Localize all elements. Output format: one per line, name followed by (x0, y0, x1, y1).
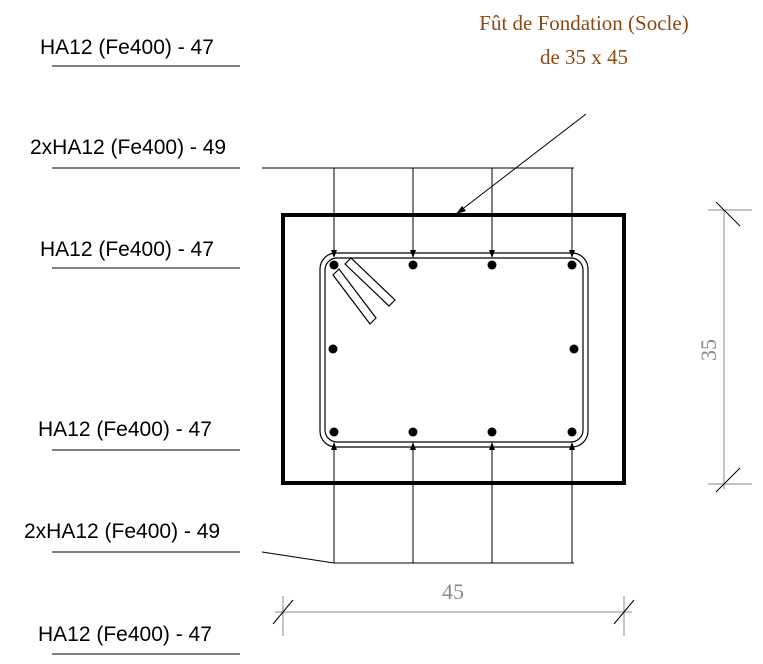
title-line-1: Fût de Fondation (Socle) (479, 11, 688, 35)
bottom-arrowhead-4 (569, 442, 575, 450)
rebar-top-1 (329, 260, 339, 270)
dim-horizontal-tick-right (613, 599, 635, 625)
rebar-mid-left (328, 344, 338, 354)
dim-vertical-tick-top (715, 201, 741, 227)
stirrup-hook-1 (332, 268, 377, 325)
dim-width-label: 45 (442, 579, 464, 604)
rebar-bottom-4 (567, 427, 577, 437)
bottom-arrowhead-3 (489, 442, 495, 450)
top-arrowhead-1 (331, 250, 337, 258)
title-leader-line (455, 113, 587, 215)
dim-horizontal-tick-left (272, 599, 294, 625)
label-mid-bottom: HA12 (Fe400) - 47 (38, 418, 212, 441)
rebar-top-3 (487, 260, 497, 270)
rebar-bottom-1 (329, 427, 339, 437)
label-mid-top: HA12 (Fe400) - 47 (40, 238, 214, 261)
rebar-mid-right (569, 344, 579, 354)
top-arrowhead-2 (410, 250, 416, 258)
label-bottom-double: 2xHA12 (Fe400) - 49 (24, 520, 220, 543)
label-top-double: 2xHA12 (Fe400) - 49 (30, 136, 226, 159)
bottom-leader-link (261, 551, 335, 564)
bottom-arrowhead-1 (331, 442, 337, 450)
stirrup-inner (324, 257, 584, 443)
dim-height-label: 35 (696, 339, 721, 361)
title-leader-arrowhead (456, 206, 466, 214)
dim-vertical-tick-bottom (715, 467, 741, 493)
rebar-bottom-2 (408, 427, 418, 437)
label-top-single: HA12 (Fe400) - 47 (40, 36, 214, 59)
stirrup-hook-2 (344, 257, 396, 307)
concrete-outline (281, 213, 626, 485)
bottom-arrowhead-2 (410, 442, 416, 450)
stirrup-outer (319, 252, 589, 448)
top-arrowhead-4 (569, 250, 575, 258)
label-bottom-single: HA12 (Fe400) - 47 (38, 623, 212, 646)
rebar-top-4 (567, 260, 577, 270)
rebar-bottom-3 (487, 427, 497, 437)
top-arrowhead-3 (489, 250, 495, 258)
rebar-top-2 (408, 260, 418, 270)
title-line-2: de 35 x 45 (540, 45, 628, 69)
